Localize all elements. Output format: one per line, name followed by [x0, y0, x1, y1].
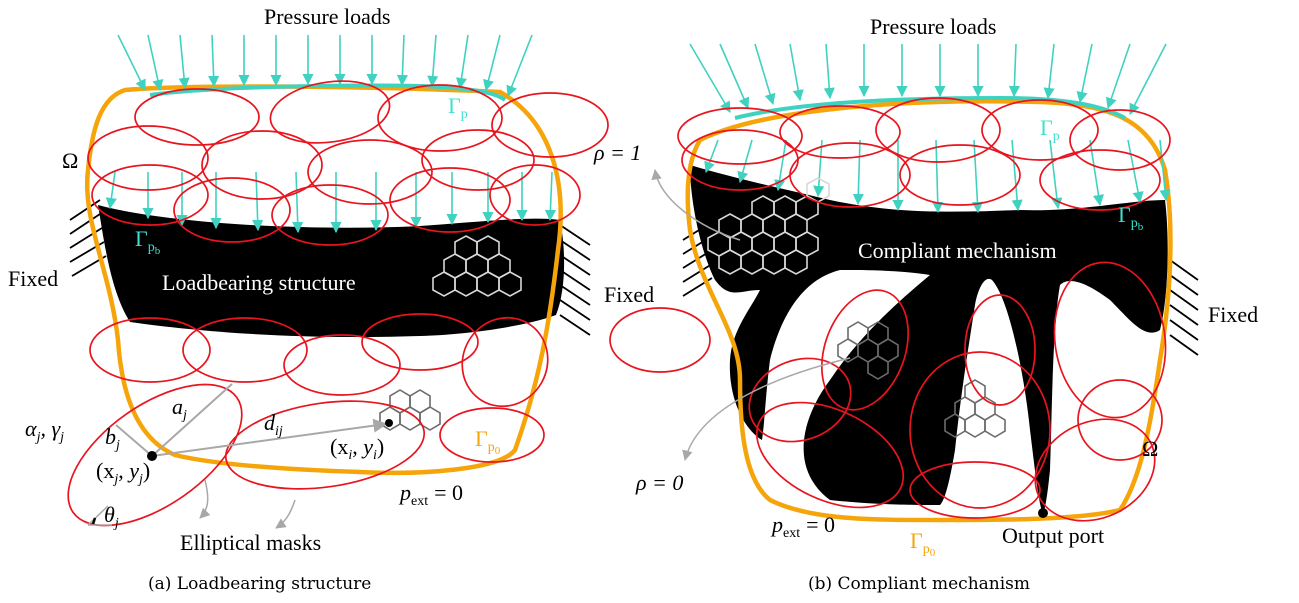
omega-left: Ω	[62, 148, 78, 173]
output-port-label: Output port	[1002, 523, 1104, 548]
label-xi-yi: (xi, yi)	[330, 434, 384, 463]
pressure-arrows-inner-right	[704, 139, 1171, 214]
mask-center-j	[147, 451, 157, 461]
elliptical-masks-right	[609, 97, 1171, 522]
gamma-p0-left: Γp0	[475, 426, 501, 457]
fixed-left: Fixed	[8, 266, 58, 291]
gamma-p-right: Γp	[1040, 115, 1060, 144]
rho0-label: ρ = 0	[635, 470, 683, 495]
label-alpha-gamma: αj, γj	[25, 416, 64, 445]
fixed-right-right: Fixed	[1208, 302, 1258, 327]
pressure-loads-title-left: Pressure loads	[264, 4, 390, 29]
label-d-ij: dij	[264, 410, 283, 439]
output-port-dot	[1038, 508, 1048, 518]
mask-geometry	[87, 383, 393, 529]
panel-loadbearing: Pressure loads Ω Fixed Loadbearing struc…	[8, 4, 609, 594]
gamma-p-left: Γp	[448, 93, 468, 122]
pressure-arrows-top-right	[689, 43, 1167, 115]
honeycomb-void-2	[944, 379, 1006, 438]
fixed-support-right-right	[1169, 259, 1199, 356]
loadbearing-body	[98, 205, 565, 338]
fixed-right-left: Fixed	[604, 282, 654, 307]
caption-right: (b) Compliant mechanism	[808, 574, 1030, 594]
honeycomb-mechanism	[707, 177, 830, 275]
label-theta-j: θj	[104, 502, 119, 531]
structure-label: Loadbearing structure	[162, 270, 356, 295]
caption-left: (a) Loadbearing structure	[148, 574, 371, 594]
panel-compliant: Pressure loads ρ = 1 ρ = 0 Γp Γpb Compli…	[593, 14, 1258, 594]
label-xj-yj: (xj, yj)	[96, 458, 150, 487]
pressure-loads-title-right: Pressure loads	[870, 14, 996, 39]
gamma-p0-right: Γp0	[910, 528, 936, 559]
compliant-body	[690, 165, 1168, 515]
design-domain-omega-right	[685, 99, 1173, 523]
leader-rho0	[682, 357, 851, 462]
leader-rho1	[651, 168, 741, 241]
pressure-arrows-inner	[105, 171, 557, 234]
p-ext-left: pext= 0	[398, 480, 463, 509]
fixed-support-right	[559, 224, 591, 336]
honeycomb-left-body	[432, 235, 522, 297]
p-ext-right: pext= 0	[770, 512, 835, 541]
pressure-arrows-top	[117, 34, 533, 98]
elliptical-masks-label: Elliptical masks	[180, 530, 321, 555]
pressure-boundary-gamma-p	[149, 83, 507, 102]
rho1-label: ρ = 1	[593, 140, 641, 165]
point-i	[385, 419, 393, 427]
gamma-pb-left: Γpb	[135, 226, 161, 257]
pressure-boundary-gamma-p-right	[734, 95, 1126, 120]
mechanism-label: Compliant mechanism	[858, 238, 1057, 263]
omega-right: Ω	[1142, 436, 1158, 461]
label-b-j: bj	[105, 424, 120, 453]
elliptical-masks-left	[67, 80, 609, 527]
honeycomb-void-1	[837, 321, 899, 380]
label-a-j: aj	[172, 394, 187, 423]
design-domain-omega	[84, 84, 563, 476]
gamma-pb-right: Γpb	[1118, 202, 1144, 233]
honeycomb-left-small	[379, 389, 441, 431]
